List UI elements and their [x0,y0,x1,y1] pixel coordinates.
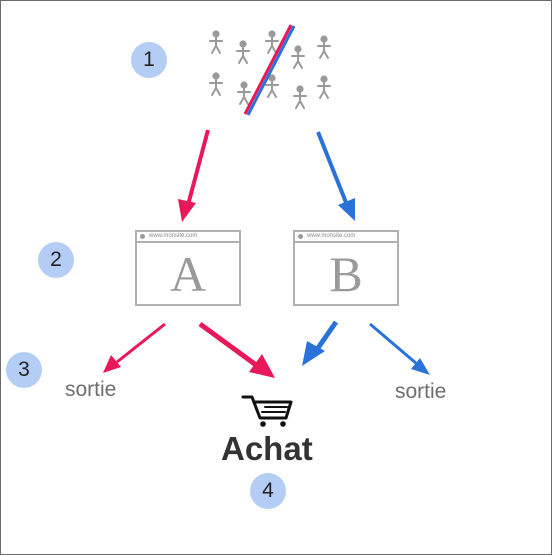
arrow-crowd-to-b [316,131,355,221]
variant-b-page: www.monsite.com B [293,230,399,306]
purchase-label: Achat [221,430,313,467]
variant-b-url: www.monsite.com [307,233,356,239]
variant-a-page: www.monsite.com A [135,230,241,306]
arrow-crowd-to-a [178,129,210,222]
people-crowd-icon [209,24,331,116]
exit-label-a: sortie [65,378,117,401]
step-badge-2: 2 [38,242,74,278]
arrow-a-to-exit [103,322,166,373]
arrow-b-to-purchase [302,320,339,366]
exit-label-b: sortie [395,380,447,403]
variant-a-address-bar: www.monsite.com [137,232,239,243]
browser-dot-icon [298,234,303,239]
step-badge-3: 3 [6,352,42,388]
shopping-cart-icon [241,395,293,427]
arrow-a-to-purchase [198,321,275,378]
arrow-b-to-exit [369,322,430,375]
variant-b-letter: B [329,246,363,302]
browser-dot-icon [140,234,145,239]
variant-a-letter: A [169,246,207,302]
variant-b-address-bar: www.monsite.com [295,232,397,243]
step-badge-1: 1 [131,42,167,78]
variant-a-url: www.monsite.com [149,233,198,239]
step-badge-4: 4 [250,473,286,509]
